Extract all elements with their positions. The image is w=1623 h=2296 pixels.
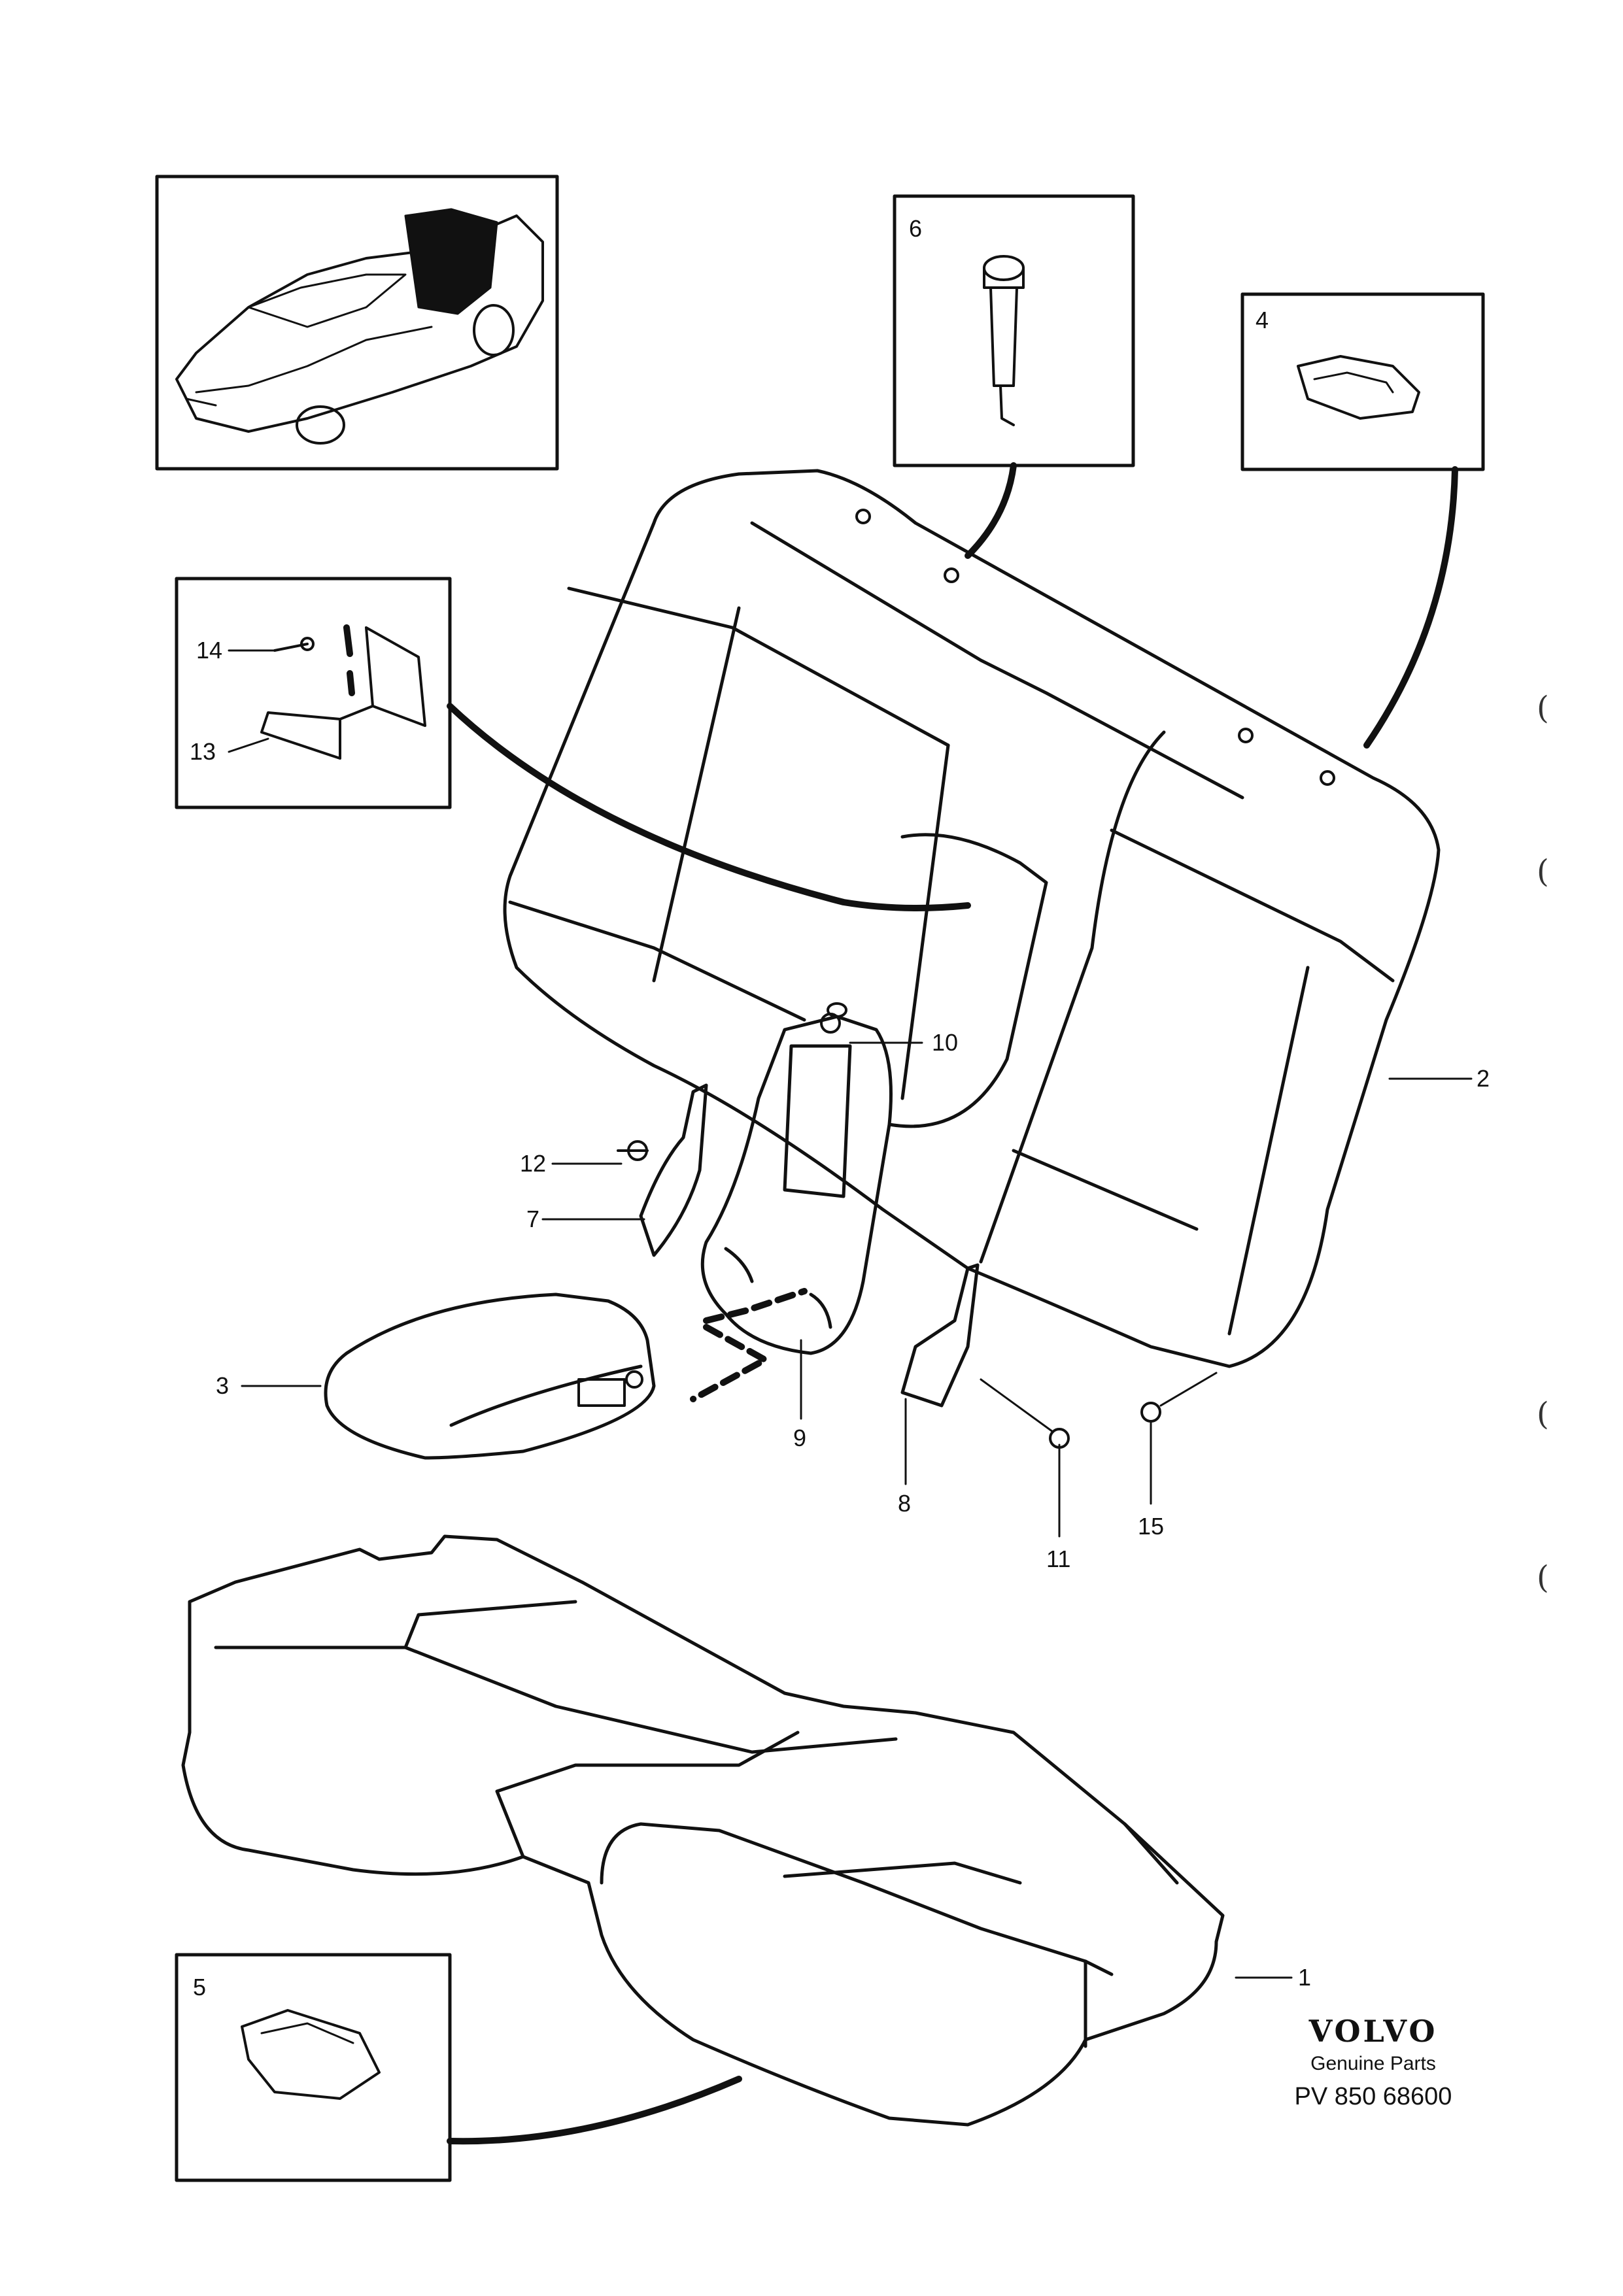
- margin-mark: (: [1537, 690, 1549, 726]
- brand-block: VOLVO Genuine Parts PV 850 68600: [1275, 2014, 1471, 2111]
- inset-6: [893, 194, 1135, 467]
- brand-subtitle: Genuine Parts: [1310, 2053, 1436, 2074]
- callout-2: 2: [1477, 1065, 1490, 1092]
- callout-7: 7: [526, 1206, 540, 1232]
- inset-4: [1240, 292, 1485, 471]
- fastener-11: [980, 1378, 1070, 1449]
- fastener-10: [820, 1013, 841, 1034]
- callout-10: 10: [932, 1029, 959, 1056]
- part-3-armrest-cushion: [324, 1292, 656, 1460]
- callout-3: 3: [216, 1372, 230, 1399]
- margin-mark: (: [1537, 853, 1549, 890]
- vehicle-locator-inset: [155, 175, 559, 471]
- callout-4: 4: [1256, 307, 1269, 333]
- callout-13: 13: [190, 738, 216, 765]
- callout-9: 9: [793, 1425, 807, 1451]
- connector-arrows: [447, 462, 1458, 2145]
- inset-5: [175, 1953, 452, 2182]
- inset-bracket: [175, 577, 452, 809]
- callout-1: 1: [1298, 1964, 1312, 1991]
- callout-15: 15: [1138, 1513, 1165, 1540]
- brand-logo: VOLVO: [1308, 2014, 1438, 2049]
- fastener-15: [1140, 1372, 1218, 1423]
- part-2-backrest: [503, 469, 1441, 1368]
- part-8-bracket: [900, 1263, 980, 1408]
- leader-lines: [228, 649, 1473, 1979]
- part-1-seat-cushion: [181, 1534, 1225, 2127]
- callout-8: 8: [898, 1490, 912, 1517]
- callout-14: 14: [196, 637, 223, 664]
- fastener-12: [617, 1140, 649, 1161]
- leader-13: [228, 737, 269, 753]
- dashed-connectors: [690, 1288, 808, 1402]
- part-number-code: PV 850 68600: [1294, 2083, 1452, 2110]
- margin-mark: (: [1537, 1559, 1549, 1596]
- margin-mark: (: [1537, 1396, 1549, 1432]
- callout-12: 12: [520, 1150, 547, 1177]
- callout-6: 6: [909, 215, 923, 242]
- part-9-armrest-frame: [700, 1002, 893, 1355]
- callout-5: 5: [193, 1974, 207, 2001]
- callout-11: 11: [1046, 1545, 1071, 1572]
- part-7-bracket: [639, 1083, 708, 1257]
